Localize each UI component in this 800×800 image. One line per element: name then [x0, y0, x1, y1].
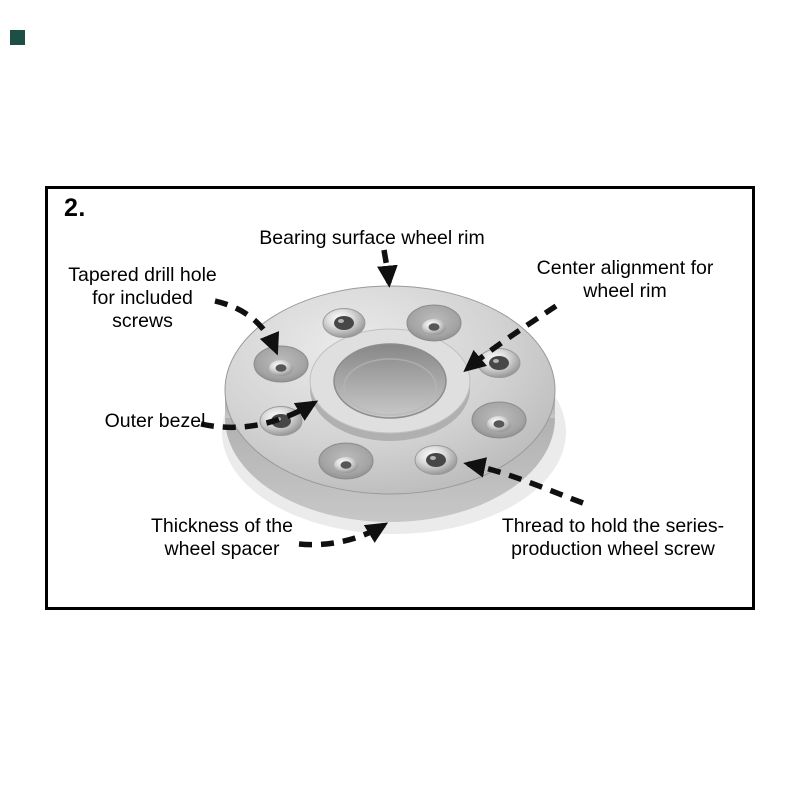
tapered-drill-hole [318, 442, 374, 480]
center-bezel [309, 328, 471, 441]
tapered-drill-hole [406, 304, 462, 342]
label-thickness: Thickness of the wheel spacer [147, 515, 297, 561]
label-tapered-hole: Tapered drill hole for included screws [50, 264, 235, 333]
label-line: Thickness of the [151, 515, 293, 537]
wheel-spacer-body [222, 285, 566, 534]
threaded-hole [477, 348, 521, 378]
label-line: screws [112, 310, 173, 332]
center-bore [333, 343, 447, 419]
tapered-drill-hole [253, 345, 309, 383]
label-line: Bearing surface wheel rim [259, 227, 485, 249]
tapered-drill-hole [471, 401, 527, 439]
label-line: Center alignment for [536, 257, 714, 279]
step-number: 2. [64, 194, 86, 222]
label-line: Thread to hold the series- [501, 515, 725, 537]
arrow-thread [463, 457, 584, 506]
threaded-hole [414, 445, 458, 475]
label-center-alignment: Center alignment for wheel rim [525, 257, 725, 303]
callout-arrows [200, 249, 584, 548]
label-line: Tapered drill hole [68, 264, 217, 286]
label-thread: Thread to hold the series- production wh… [488, 515, 738, 561]
corner-mark [10, 30, 25, 45]
label-line: wheel rim [583, 280, 667, 302]
label-line: for included [92, 287, 193, 309]
arrow-center-alignment [463, 303, 558, 373]
label-outer-bezel: Outer bezel [100, 410, 210, 433]
arrow-bearing-surface [377, 249, 398, 288]
label-line: wheel spacer [164, 538, 280, 560]
label-line: Outer bezel [104, 410, 206, 432]
label-bearing-surface: Bearing surface wheel rim [247, 227, 497, 250]
diagram-frame [45, 186, 755, 610]
label-line: production wheel screw [511, 538, 715, 560]
arrow-thickness [298, 522, 389, 548]
threaded-hole [322, 308, 366, 338]
arrow-tapered-hole [214, 298, 280, 356]
